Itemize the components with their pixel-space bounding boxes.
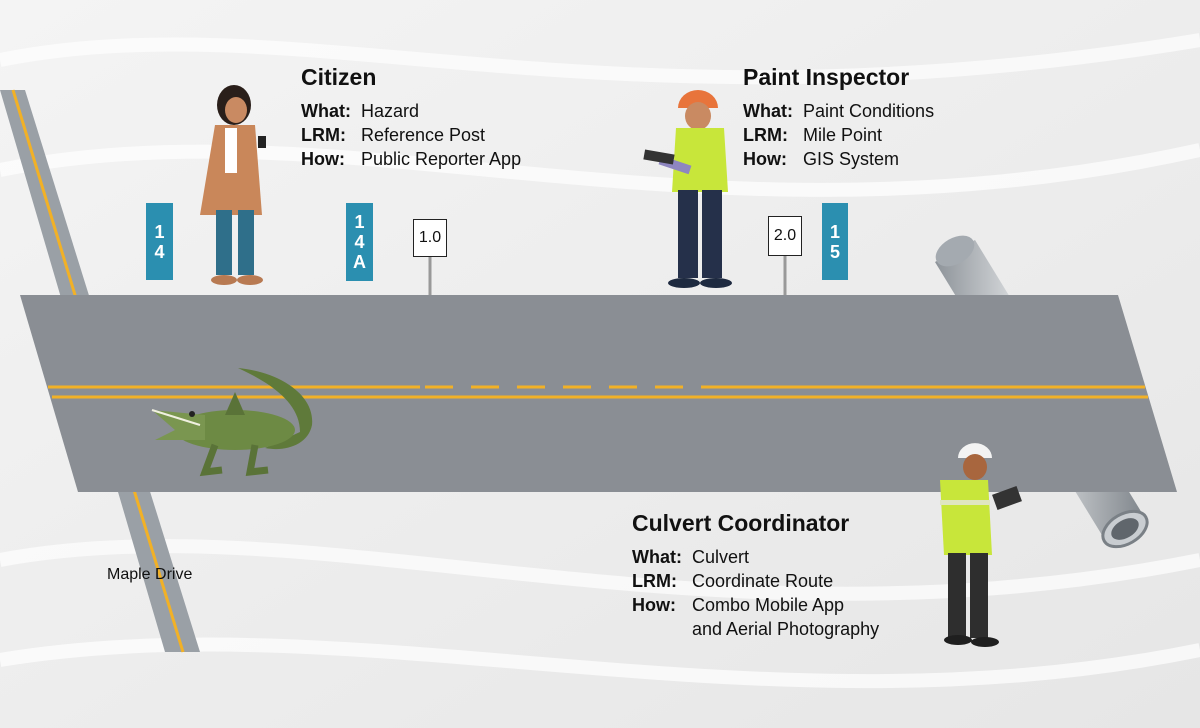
detail-value: Reference Post (360, 125, 486, 145)
detail-key: What: (301, 101, 351, 121)
reference-post-char: A (353, 252, 366, 272)
mile-marker-2: 2.0 (768, 216, 802, 256)
culvert-coordinator-block: Culvert Coordinator What: Culvert LRM: Coo… (632, 510, 879, 641)
detail-value: Culvert (691, 547, 749, 567)
detail-row: and Aerial Photography (632, 617, 879, 641)
detail-value: Paint Conditions (802, 101, 935, 121)
detail-value: Coordinate Route (691, 571, 834, 591)
detail-key: LRM: (632, 571, 677, 591)
citizen-block: Citizen What: Hazard LRM: Reference Post H… (301, 64, 521, 171)
detail-value: Combo Mobile App (691, 595, 845, 615)
culvert-coordinator-title: Culvert Coordinator (632, 510, 850, 536)
detail-key: LRM: (743, 125, 788, 145)
detail-value: GIS System (802, 149, 900, 169)
citizen-details: What: Hazard LRM: Reference Post How: Publi… (301, 99, 521, 171)
mile-marker-1: 1.0 (413, 219, 447, 257)
detail-key: What: (632, 547, 682, 567)
detail-value: Public Reporter App (360, 149, 522, 169)
paint-inspector-title: Paint Inspector (743, 64, 910, 90)
detail-row: LRM: Coordinate Route (632, 569, 879, 593)
detail-key: How: (632, 595, 676, 615)
paint-inspector-block: Paint Inspector What: Paint Conditions LR… (743, 64, 934, 171)
citizen-illustration (200, 85, 266, 285)
detail-value: Hazard (360, 101, 420, 121)
detail-row: What: Paint Conditions (743, 99, 934, 123)
culvert-coordinator-details: What: Culvert LRM: Coordinate Route How: Co… (632, 545, 879, 641)
reference-post-15: 1 5 (822, 203, 848, 280)
detail-row: How: GIS System (743, 147, 934, 171)
detail-key: LRM: (301, 125, 346, 145)
detail-key: How: (301, 149, 345, 169)
detail-row: What: Culvert (632, 545, 879, 569)
detail-value: Mile Point (802, 125, 883, 145)
reference-post-char: 5 (829, 241, 840, 262)
reference-post-char: 1 (154, 221, 165, 242)
reference-post-char: 4 (154, 241, 165, 262)
detail-row: How: Combo Mobile App (632, 593, 879, 617)
detail-row: LRM: Mile Point (743, 123, 934, 147)
paint-inspector-illustration (643, 90, 732, 288)
detail-key: How: (743, 149, 787, 169)
reference-post-char: 4 (354, 232, 365, 252)
detail-row: LRM: Reference Post (301, 123, 521, 147)
detail-value: and Aerial Photography (691, 619, 880, 639)
reference-post-char: 1 (829, 221, 840, 242)
detail-key (632, 617, 692, 641)
reference-post-14: 1 4 (146, 203, 173, 280)
paint-inspector-details: What: Paint Conditions LRM: Mile Point How… (743, 99, 934, 171)
reference-post-14a: 1 4 A (346, 203, 373, 281)
detail-key: What: (743, 101, 793, 121)
reference-post-char: 1 (354, 212, 365, 232)
citizen-title: Citizen (301, 64, 377, 90)
detail-row: What: Hazard (301, 99, 521, 123)
main-road (20, 295, 1177, 492)
culvert-coordinator-illustration (940, 443, 1022, 647)
detail-row: How: Public Reporter App (301, 147, 521, 171)
alligator-illustration (151, 368, 313, 477)
road-label-maple-drive: Maple Drive (107, 566, 193, 583)
